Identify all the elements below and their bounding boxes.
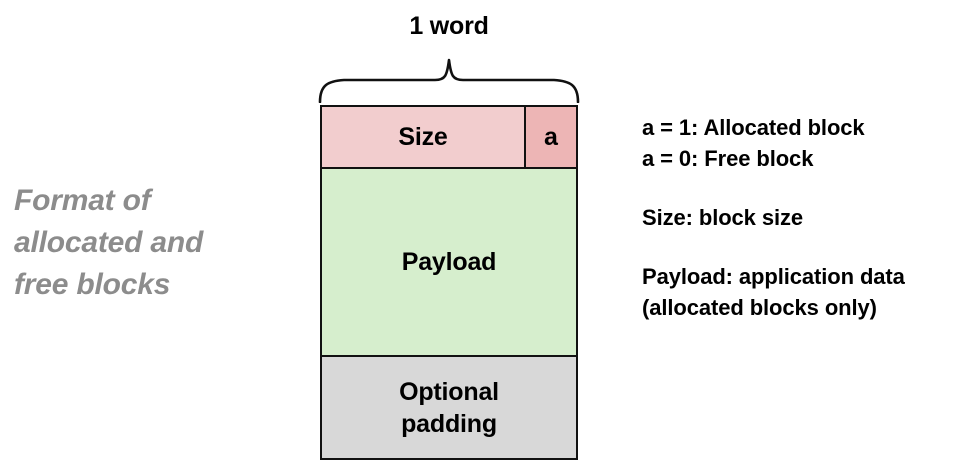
legend-group-payload: Payload: application data (allocated blo… bbox=[642, 261, 962, 323]
caption-line-2: allocated and bbox=[14, 226, 204, 259]
legend: a = 1: Allocated block a = 0: Free block… bbox=[642, 112, 962, 323]
payload-cell: Payload bbox=[322, 169, 576, 357]
caption-line-3: free blocks bbox=[14, 268, 171, 301]
size-field-cell: Size bbox=[322, 107, 524, 167]
legend-payload-line: Payload: application data bbox=[642, 264, 905, 289]
legend-payload-note-line: (allocated blocks only) bbox=[642, 295, 877, 320]
legend-free-line: a = 0: Free block bbox=[642, 146, 814, 171]
memory-block-diagram: Size a Payload Optional padding bbox=[320, 105, 578, 460]
padding-line-1: Optional bbox=[399, 377, 499, 406]
padding-line-2: padding bbox=[401, 409, 497, 438]
legend-allocated-line: a = 1: Allocated block bbox=[642, 115, 865, 140]
word-width-label: 1 word bbox=[409, 12, 489, 40]
block-header-row: Size a bbox=[322, 107, 576, 169]
legend-size-line: Size: block size bbox=[642, 205, 804, 230]
legend-group-size: Size: block size bbox=[642, 202, 962, 233]
allocated-flag-cell: a bbox=[524, 107, 576, 167]
curly-brace-icon bbox=[318, 57, 580, 104]
diagram-caption: Format of allocated and free blocks bbox=[14, 180, 274, 306]
legend-group-flag: a = 1: Allocated block a = 0: Free block bbox=[642, 112, 962, 174]
caption-line-1: Format of bbox=[14, 184, 151, 217]
optional-padding-cell: Optional padding bbox=[322, 357, 576, 458]
